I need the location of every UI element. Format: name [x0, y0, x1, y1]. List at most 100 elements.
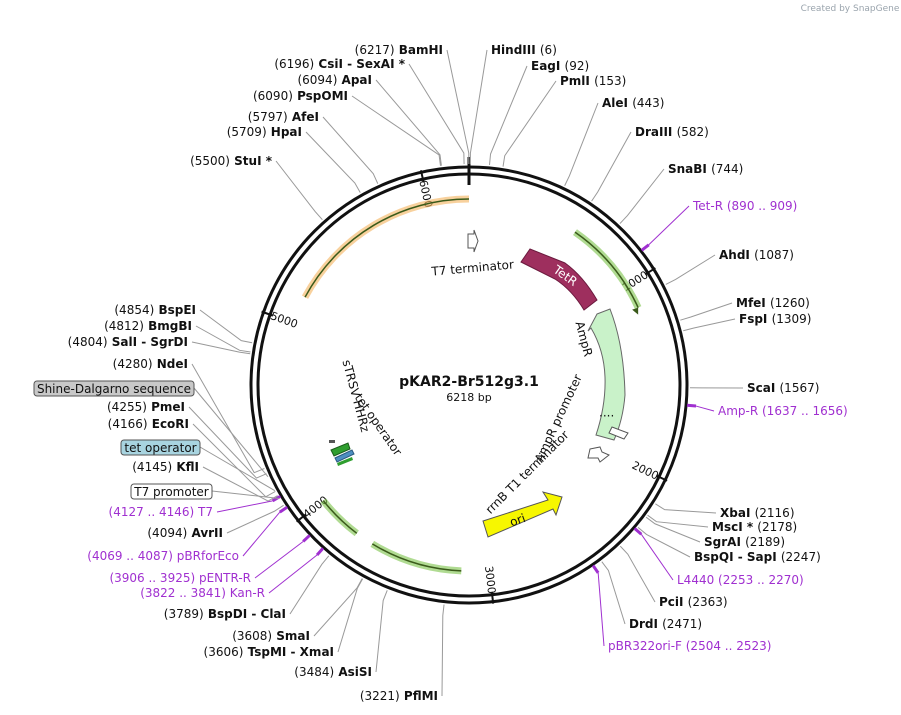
primer-mark: [591, 564, 600, 574]
tick-6000: [419, 170, 425, 183]
site-leader: [191, 341, 251, 355]
feature-box[interactable]: [120, 439, 201, 456]
site-label[interactable]: (4812) BmgBI: [104, 319, 192, 333]
site-leader: [645, 516, 701, 543]
site-label[interactable]: DraIII (582): [635, 125, 709, 139]
site-leader: [202, 466, 278, 502]
feature-label-t7-terminator: T7 terminator: [430, 257, 515, 278]
tetr-feature: [520, 248, 598, 311]
site-leader: [502, 80, 557, 167]
site-label[interactable]: AhdI (1087): [719, 248, 794, 262]
site-label[interactable]: (6196) CsiI - SexAI *: [274, 57, 405, 71]
primer-leader: [648, 205, 690, 246]
site-label[interactable]: (5797) AfeI: [248, 110, 319, 124]
primer-mark: [633, 527, 643, 536]
site-leader: [337, 578, 364, 653]
tick-label-2000: 2000: [630, 459, 661, 483]
plasmid-name: pKAR2-Br512g3.1: [399, 374, 539, 390]
primer-label[interactable]: L4440 (2253 .. 2270): [677, 573, 804, 587]
site-leader: [275, 160, 323, 220]
primer-leader: [254, 541, 304, 579]
primer-label[interactable]: (3906 .. 3925) pENTR-R: [109, 571, 251, 585]
site-leader: [188, 406, 267, 479]
site-leader: [680, 302, 733, 321]
feature-arcs: [301, 195, 642, 575]
site-label[interactable]: SgrAI (2189): [704, 535, 785, 549]
primer-mark: [640, 243, 650, 252]
primer-label[interactable]: pBR322ori-F (2504 .. 2523): [608, 639, 771, 653]
primer-mark: [686, 403, 697, 408]
primer-label[interactable]: Tet-R (890 .. 909): [692, 199, 797, 213]
site-leader: [199, 309, 253, 344]
ampr-promoter-arrow: [608, 426, 629, 440]
primer-mark: [302, 534, 311, 543]
primer-label[interactable]: (4127 .. 4146) T7: [109, 505, 213, 519]
site-label[interactable]: (4145) KflI: [132, 460, 199, 474]
feature-leader: [199, 446, 276, 492]
site-label[interactable]: (3606) TspMI - XmaI: [204, 645, 334, 659]
site-label[interactable]: PmlI (153): [560, 74, 626, 88]
tick-5000: [261, 310, 274, 317]
site-label[interactable]: EagI (92): [531, 59, 589, 73]
site-label[interactable]: BspQI - SapI (2247): [694, 550, 821, 564]
site-leader: [619, 168, 665, 224]
ampr-feature: [587, 308, 626, 441]
feature-box-label: tet operator: [124, 441, 196, 455]
site-label[interactable]: HindIII (6): [491, 43, 557, 57]
snapgene-credit: Created by SnapGene: [801, 4, 900, 14]
site-label[interactable]: (3484) AsiSI: [294, 665, 372, 679]
site-label[interactable]: MscI * (2178): [712, 520, 797, 534]
site-leader: [647, 514, 709, 528]
ampr-dots: ····: [599, 409, 614, 423]
site-label[interactable]: (6090) PspOMI: [253, 89, 348, 103]
site-label[interactable]: (5709) HpaI: [227, 125, 302, 139]
site-leader: [441, 604, 445, 697]
feature-box[interactable]: [33, 380, 195, 397]
site-label[interactable]: (4854) BspEI: [114, 303, 196, 317]
site-label[interactable]: (3608) SmaI: [232, 629, 310, 643]
site-leader: [489, 65, 528, 166]
site-label[interactable]: (6217) BamHI: [355, 43, 443, 57]
site-label[interactable]: PciI (2363): [659, 595, 728, 609]
site-label[interactable]: SnaBI (744): [668, 162, 743, 176]
hhrz-feature: [334, 449, 355, 463]
tick-3000: [490, 591, 495, 604]
primer-label[interactable]: (3822 .. 3841) Kan-R: [140, 586, 265, 600]
plasmid-size: 6218 bp: [446, 391, 491, 404]
site-label[interactable]: (3789) BspDI - ClaI: [164, 607, 286, 621]
site-label[interactable]: DrdI (2471): [629, 617, 702, 631]
site-leader: [469, 49, 488, 165]
primer-mark: [278, 505, 289, 514]
site-leader: [564, 102, 599, 186]
site-label[interactable]: (4166) EcoRI: [108, 417, 189, 431]
feature-box[interactable]: [130, 483, 213, 500]
green-arc-2: [371, 543, 462, 572]
site-leader: [683, 318, 736, 332]
site-leader: [619, 545, 656, 603]
site-label[interactable]: (6094) ApaI: [297, 73, 372, 87]
site-label[interactable]: (5500) StuI *: [190, 154, 273, 168]
site-label[interactable]: AleI (443): [602, 96, 664, 110]
rrnb-terminator-arrow: [587, 446, 610, 463]
site-leader: [313, 578, 363, 637]
primer-leader: [216, 500, 273, 513]
site-label[interactable]: (4094) AvrII: [147, 526, 223, 540]
site-label[interactable]: (3221) PflMI: [360, 689, 438, 703]
tick-1000: [644, 267, 656, 276]
site-label[interactable]: (4804) SalI - SgrDI: [68, 335, 188, 349]
tick-label-3000: 3000: [482, 565, 498, 594]
tick-4000: [296, 513, 307, 523]
site-label[interactable]: MfeI (1260): [736, 296, 810, 310]
site-leader: [637, 526, 691, 558]
primer-label[interactable]: (4069 .. 4087) pBRforEco: [87, 549, 239, 563]
orange-orf-arc: [304, 198, 470, 298]
orange-orf-arc-band: [301, 195, 470, 299]
primer-label[interactable]: Amp-R (1637 .. 1656): [718, 404, 848, 418]
site-label[interactable]: FspI (1309): [739, 312, 811, 326]
feature-leader: [211, 490, 280, 499]
site-label[interactable]: (4280) NdeI: [113, 357, 188, 371]
site-label[interactable]: XbaI (2116): [720, 506, 795, 520]
site-label[interactable]: (4255) PmeI: [107, 400, 185, 414]
site-label[interactable]: ScaI (1567): [747, 381, 819, 395]
